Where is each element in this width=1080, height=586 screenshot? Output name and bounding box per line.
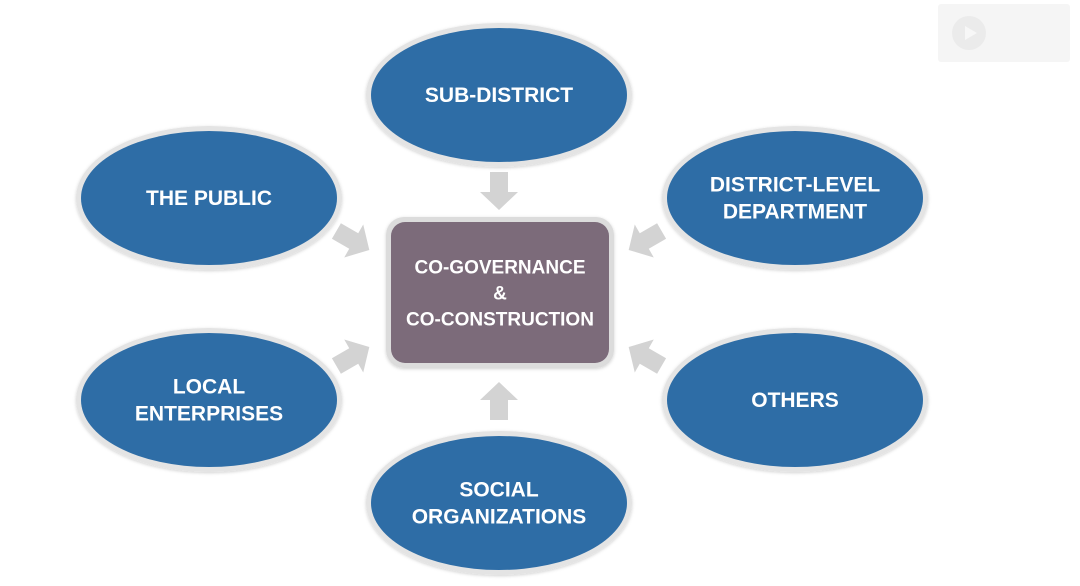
play-icon [952, 16, 986, 50]
node-district-level-department: DISTRICT-LEVEL DEPARTMENT [662, 126, 928, 270]
node-label: LOCAL [173, 376, 245, 399]
node-social-organizations: SOCIAL ORGANIZATIONS [366, 431, 632, 575]
arrow-shape [331, 223, 370, 258]
node-label: DEPARTMENT [723, 201, 867, 224]
node-label: THE PUBLIC [146, 187, 272, 210]
arrow-shape [628, 223, 667, 258]
node-the-public: THE PUBLIC [76, 126, 342, 270]
node-label: DISTRICT-LEVEL [710, 174, 881, 197]
node-ellipse [81, 333, 337, 467]
watermark [938, 4, 1070, 62]
node-label: SUB-DISTRICT [425, 84, 573, 107]
node-local-enterprises: LOCAL ENTERPRISES [76, 328, 342, 472]
node-label: SOCIAL [459, 479, 539, 502]
node-label: ORGANIZATIONS [412, 506, 587, 529]
node-ellipse [667, 333, 923, 467]
arrow-social-organizations [480, 382, 518, 420]
node-ellipse [81, 131, 337, 265]
center-label: & [493, 284, 507, 305]
arrow-shape [480, 172, 518, 210]
arrow-shape [480, 382, 518, 420]
arrows-layer [331, 172, 667, 420]
node-label: ENTERPRISES [135, 403, 283, 426]
center-rect [391, 222, 609, 363]
arrow-district-level-department [628, 223, 667, 258]
arrow-shape [331, 339, 370, 374]
arrow-others [628, 339, 667, 374]
node-others: OTHERS [662, 328, 928, 472]
node-label: OTHERS [751, 389, 839, 412]
center-layer: CO-GOVERNANCE & CO-CONSTRUCTION [386, 217, 614, 368]
node-ellipse [667, 131, 923, 265]
node-ellipse [371, 436, 627, 570]
center-box: CO-GOVERNANCE & CO-CONSTRUCTION [386, 217, 614, 368]
node-sub-district: SUB-DISTRICT [366, 23, 632, 167]
center-label: CO-CONSTRUCTION [406, 310, 594, 331]
node-ellipse [371, 28, 627, 162]
arrow-the-public [331, 223, 370, 258]
center-label: CO-GOVERNANCE [414, 258, 585, 279]
arrow-sub-district [480, 172, 518, 210]
arrow-local-enterprises [331, 339, 370, 374]
nodes-layer: SUB-DISTRICT DISTRICT-LEVEL DEPARTMENT OTHE… [76, 23, 928, 575]
arrow-shape [628, 339, 667, 374]
